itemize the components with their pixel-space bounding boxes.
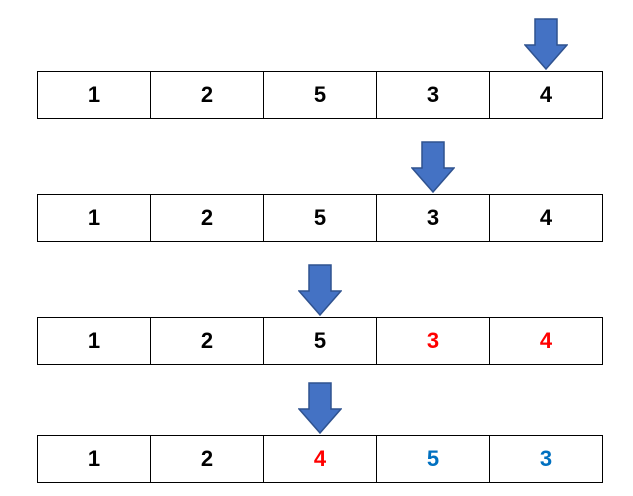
array-row: 1 2 4 5 3 bbox=[37, 435, 603, 483]
array-cell: 1 bbox=[38, 318, 151, 364]
array-cell: 4 bbox=[539, 82, 553, 107]
array-cell: 4 bbox=[539, 328, 553, 353]
down-arrow-icon bbox=[524, 18, 569, 70]
array-cell: 5 bbox=[264, 195, 377, 241]
down-arrow-icon bbox=[298, 264, 342, 316]
array-cell: 3 bbox=[377, 195, 490, 241]
array-row: 1 2 5 3 4 bbox=[37, 194, 603, 242]
array-cell: 2 bbox=[151, 72, 264, 118]
array-cell: 3 bbox=[377, 318, 490, 364]
array-cell: 2 bbox=[151, 195, 264, 241]
array-row: 1 2 5 3 4 bbox=[37, 317, 603, 365]
down-arrow-icon bbox=[298, 382, 342, 434]
array-cell: 3 bbox=[377, 72, 490, 118]
array-cell: 4 bbox=[539, 205, 553, 230]
array-row: 1 2 5 3 4 bbox=[37, 71, 603, 119]
array-cell: 2 bbox=[151, 436, 264, 482]
array-cell: 5 bbox=[264, 318, 377, 364]
down-arrow-icon bbox=[411, 141, 456, 193]
array-cell: 1 bbox=[38, 72, 151, 118]
array-cell: 3 bbox=[539, 446, 553, 471]
array-cell: 4 bbox=[264, 436, 377, 482]
array-cell: 5 bbox=[377, 436, 490, 482]
array-cell: 1 bbox=[38, 436, 151, 482]
array-cell: 1 bbox=[38, 195, 151, 241]
array-cell: 5 bbox=[264, 72, 377, 118]
array-cell: 2 bbox=[151, 318, 264, 364]
